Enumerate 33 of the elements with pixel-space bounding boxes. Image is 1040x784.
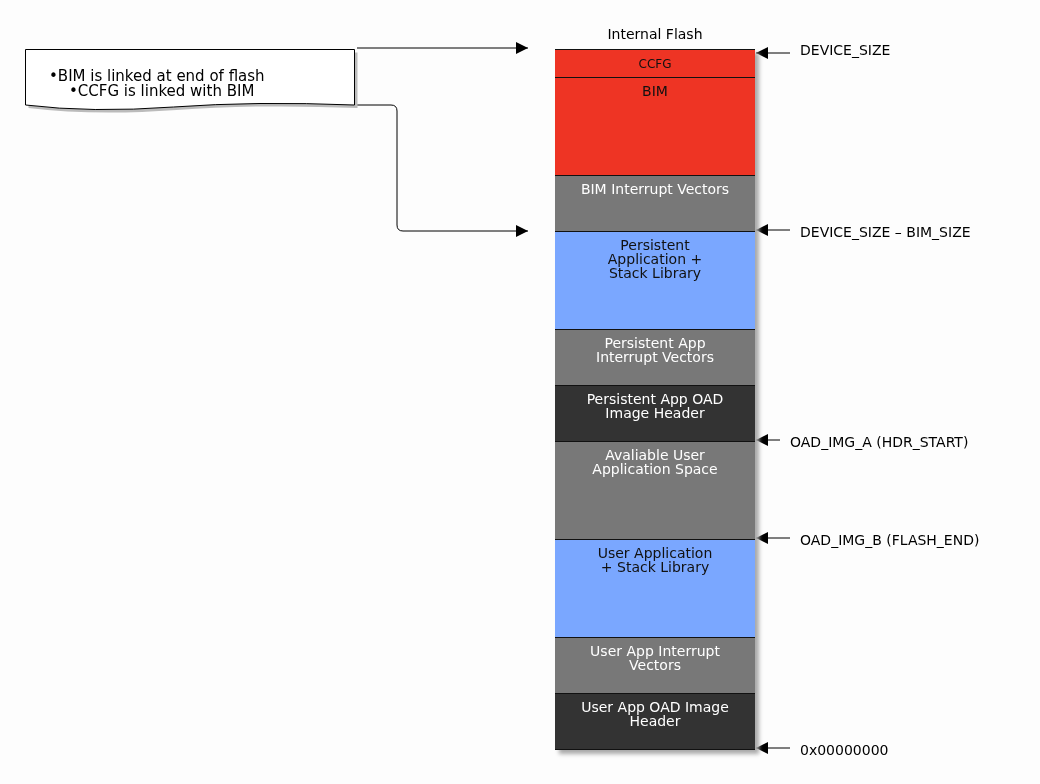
leader-line <box>755 434 781 446</box>
memory-region <box>555 693 755 749</box>
memory-map-title: Internal Flash <box>606 26 704 42</box>
memory-region <box>555 175 755 231</box>
memory-region <box>555 77 755 175</box>
region-label: User App Interrupt Vectors <box>589 644 721 672</box>
memory-region <box>555 49 755 77</box>
address-label: OAD_IMG_A (HDR_START) <box>790 434 969 450</box>
region-label: User Application + Stack Library <box>596 546 714 574</box>
address-label: DEVICE_SIZE <box>800 42 891 58</box>
leader-line <box>755 742 791 754</box>
address-label: DEVICE_SIZE – BIM_SIZE <box>800 224 971 240</box>
region-label: CCFG <box>638 57 672 71</box>
memory-region <box>555 637 755 693</box>
memory-region <box>555 231 755 329</box>
region-label: User App OAD Image Header <box>580 700 730 728</box>
region-label: Persistent Application + Stack Library <box>606 238 704 280</box>
arrow <box>356 42 529 54</box>
arrow <box>356 104 529 237</box>
memory-region <box>555 329 755 385</box>
leader-line <box>755 532 791 544</box>
region-label: BIM Interrupt Vectors <box>580 182 730 196</box>
leader-line <box>755 224 791 236</box>
region-label: Avaliable User Application Space <box>591 448 719 476</box>
region-label: Persistent App OAD Image Header <box>585 392 725 420</box>
memory-region <box>555 385 755 441</box>
region-label: BIM <box>642 84 668 98</box>
memory-region <box>555 539 755 637</box>
address-label: 0x00000000 <box>800 742 889 758</box>
memory-region <box>555 441 755 539</box>
leader-line <box>755 47 791 59</box>
address-label: OAD_IMG_B (FLASH_END) <box>800 532 980 548</box>
region-label: Persistent App Interrupt Vectors <box>595 336 715 364</box>
